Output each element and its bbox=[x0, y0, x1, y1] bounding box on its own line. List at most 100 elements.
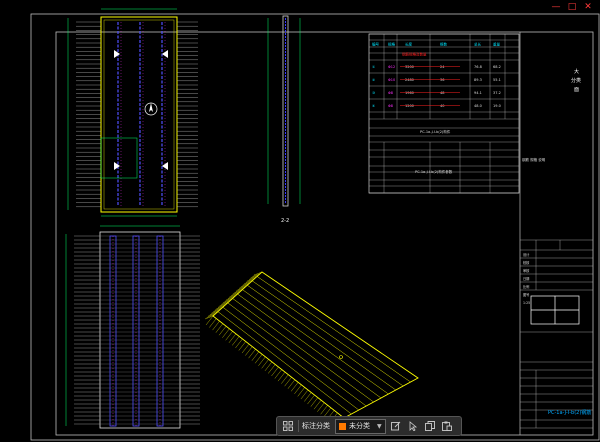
schedule-cell: 76.8 bbox=[474, 65, 482, 69]
section-view[interactable]: 2-2 bbox=[267, 15, 301, 224]
iso-hatch-line bbox=[231, 292, 240, 296]
paste-icon[interactable] bbox=[440, 419, 454, 433]
grid-icon[interactable] bbox=[281, 419, 295, 433]
schedule-red-note: 钢筋规格及数量 bbox=[402, 52, 427, 57]
iso-hatch-line bbox=[214, 307, 223, 311]
schedule-cell: 48.0 bbox=[474, 104, 482, 108]
plan-left-ticks bbox=[76, 21, 101, 208]
iso-rebar-lines bbox=[217, 276, 411, 415]
iso-hatch-line bbox=[205, 315, 214, 326]
iso-hatch-line bbox=[239, 285, 248, 289]
schedule-cell: 89.3 bbox=[474, 78, 482, 82]
iso-hatch-line bbox=[300, 389, 309, 400]
iso-hatch-line bbox=[313, 400, 322, 410]
schedule-cell: 1200 bbox=[405, 104, 414, 108]
elevation-rebars bbox=[109, 235, 164, 427]
schedule-cell: ④ bbox=[372, 104, 375, 108]
schedule-cell: Φ12 bbox=[388, 65, 395, 69]
edit-icon[interactable] bbox=[389, 419, 403, 433]
iso-hatch-line bbox=[232, 290, 241, 295]
schedule-cell: ① bbox=[372, 65, 375, 69]
pointer-icon[interactable] bbox=[406, 419, 420, 433]
iso-slab bbox=[212, 271, 419, 419]
elevation-outline bbox=[99, 231, 181, 429]
titleblock-text: 日期 bbox=[523, 276, 529, 281]
category-select-value: 未分类 bbox=[349, 422, 370, 430]
schedule-cell: 55.1 bbox=[493, 78, 501, 82]
iso-hatch-line bbox=[235, 338, 243, 349]
toolbar-separator bbox=[298, 420, 299, 432]
anchor-marker bbox=[162, 162, 168, 170]
close-button[interactable]: ✕ bbox=[584, 2, 592, 12]
titleblock-text: 设计 bbox=[523, 252, 530, 257]
iso-rebar bbox=[232, 298, 374, 403]
iso-hatch-line bbox=[221, 301, 230, 305]
iso-hatch-line bbox=[244, 280, 253, 284]
elevation-rebar bbox=[156, 235, 164, 427]
iso-rebar bbox=[242, 289, 389, 395]
section-label: 2-2 bbox=[281, 218, 289, 224]
iso-hatch-line bbox=[229, 293, 238, 298]
iso-hatch-line bbox=[208, 312, 217, 317]
toolbar-label: 标注分类 bbox=[302, 422, 330, 430]
anchor-marker bbox=[114, 50, 120, 58]
schedule-header: 总长 bbox=[474, 42, 482, 47]
schedule-mid-title: PC-1a-J-I-b(2)构件 bbox=[420, 129, 451, 134]
iso-hatch-line bbox=[247, 277, 256, 282]
iso-hatch-line bbox=[225, 331, 233, 341]
schedule-cell: ③ bbox=[372, 91, 375, 95]
elevation-view[interactable] bbox=[65, 225, 200, 429]
iso-hatch-line bbox=[251, 351, 260, 361]
iso-hatch-line bbox=[206, 314, 215, 318]
minimize-button[interactable]: — bbox=[551, 2, 561, 12]
category-color-swatch bbox=[339, 422, 346, 430]
schedule-cell: Φ8 bbox=[388, 91, 393, 95]
iso-hatch-line bbox=[245, 279, 254, 283]
schedule-cell: 94.1 bbox=[474, 91, 482, 95]
iso-hatch-line bbox=[240, 283, 250, 287]
schedule-cell: 1960 bbox=[405, 91, 414, 95]
anchor-marker bbox=[114, 162, 120, 170]
titleblock-text: 审核 bbox=[523, 268, 530, 273]
title-char: 分类 bbox=[571, 77, 581, 84]
annotation-toolbar[interactable]: 标注分类 未分类 ▼ bbox=[276, 416, 462, 436]
schedule-cell: 48 bbox=[440, 91, 444, 95]
schedule-cell: 2480 bbox=[405, 78, 414, 82]
iso-hatch-line bbox=[250, 274, 259, 279]
iso-hatch-line bbox=[232, 336, 240, 346]
category-select[interactable]: 未分类 ▼ bbox=[335, 418, 386, 434]
inner-frame bbox=[55, 31, 594, 436]
plan-view[interactable] bbox=[67, 8, 198, 217]
elevation-rebar bbox=[132, 235, 140, 427]
iso-hatch-line bbox=[310, 397, 318, 407]
iso-rebar bbox=[252, 280, 404, 387]
schedule-header: 重量 bbox=[493, 42, 501, 47]
iso-hatch-line bbox=[317, 402, 325, 412]
iso-hatch-line bbox=[294, 384, 302, 394]
iso-hatch-line bbox=[320, 405, 328, 415]
isometric-view[interactable] bbox=[204, 271, 419, 428]
iso-hatch-line bbox=[307, 394, 315, 405]
maximize-button[interactable]: □ bbox=[567, 2, 577, 12]
plan-inner-outline bbox=[103, 19, 175, 210]
iso-hatch-line bbox=[216, 305, 225, 309]
iso-hatch-line bbox=[248, 349, 256, 359]
iso-hatch-line bbox=[219, 302, 228, 306]
iso-hatch-line bbox=[323, 407, 332, 417]
schedule-header: 长度 bbox=[405, 42, 413, 47]
iso-hatch-line bbox=[268, 364, 276, 374]
schedule-cell: 24 bbox=[440, 65, 445, 69]
iso-rebar bbox=[237, 293, 382, 399]
chevron-down-icon: ▼ bbox=[377, 422, 382, 430]
schedule-cell: ② bbox=[372, 78, 375, 82]
anchor-marker bbox=[162, 50, 168, 58]
iso-hatch-line bbox=[226, 296, 235, 301]
schedule-side-text: 钢筋 规格 说明 bbox=[522, 157, 546, 162]
copy-icon[interactable] bbox=[423, 419, 437, 433]
section-outline bbox=[282, 15, 289, 207]
iso-hatch-line bbox=[254, 354, 263, 364]
